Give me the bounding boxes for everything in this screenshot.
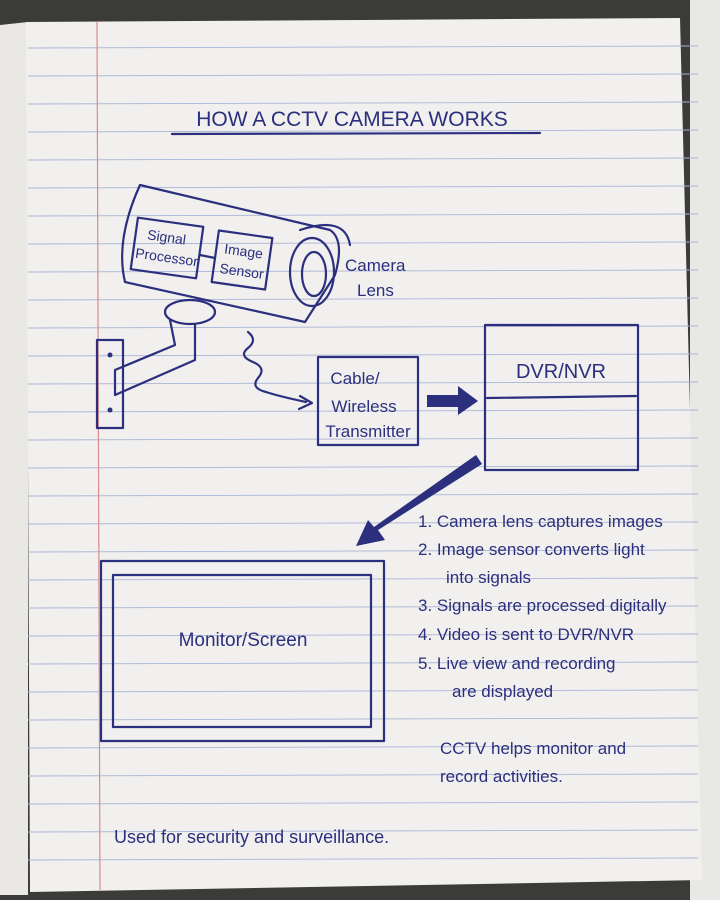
- steps-list: 1. Camera lens captures images 2. Image …: [418, 512, 667, 701]
- signal-processor-box: [129, 216, 205, 280]
- note-line-1: CCTV helps monitor and: [440, 739, 626, 758]
- ruled-line: [27, 297, 699, 301]
- monitor-screen: Monitor/Screen: [99, 559, 386, 743]
- ruled-line: [27, 689, 699, 693]
- ruled-line: [27, 829, 699, 833]
- svg-text:3. Signals are processed digit: 3. Signals are processed digitally: [418, 596, 667, 615]
- ruled-line: [27, 717, 699, 721]
- svg-text:2. Image sensor converts light: 2. Image sensor converts light: [418, 540, 645, 559]
- ruled-line: [27, 129, 699, 133]
- ruled-line: [27, 241, 699, 245]
- ruled-line: [27, 269, 699, 273]
- ruled-line: [27, 465, 699, 469]
- ruled-line: [27, 521, 699, 525]
- ruled-line: [27, 493, 699, 497]
- note-line-2: record activities.: [440, 767, 563, 786]
- notebook-page: [26, 18, 702, 892]
- svg-text:1. Camera lens captures images: 1. Camera lens captures images: [418, 512, 663, 531]
- image-sensor-box: [210, 229, 274, 291]
- title: HOW A CCTV CAMERA WORKS: [196, 108, 508, 131]
- ruled-line: [27, 801, 699, 805]
- ruled-line: [27, 353, 699, 357]
- svg-text:are displayed: are displayed: [452, 682, 553, 701]
- ruled-line: [27, 605, 699, 609]
- footer-text: Used for security and surveillance.: [114, 827, 389, 847]
- title-underline: [170, 131, 542, 136]
- ruled-line: [27, 661, 699, 665]
- ruled-line: [27, 157, 699, 161]
- ruled-line: [27, 437, 699, 441]
- ruled-line: [27, 633, 699, 637]
- ruled-line: [27, 101, 699, 105]
- camera-lens-label: Camera: [345, 256, 406, 275]
- svg-text:Transmitter: Transmitter: [325, 422, 411, 441]
- svg-text:Signal: Signal: [146, 226, 187, 247]
- ruled-line: [27, 549, 699, 553]
- ruled-line: [27, 577, 699, 581]
- svg-text:Cable/: Cable/: [330, 369, 379, 388]
- margin-line: [96, 21, 101, 891]
- svg-text:Sensor: Sensor: [219, 260, 265, 282]
- transmitter-box: Cable/ Wireless Transmitter: [316, 355, 420, 447]
- svg-text:Image: Image: [223, 240, 264, 261]
- arrow-to-dvr-icon: [427, 386, 478, 415]
- signal-wave-arrow: [242, 330, 308, 404]
- ruled-line: [27, 73, 699, 77]
- ruled-line: [27, 45, 699, 49]
- ruled-line: [27, 773, 699, 777]
- ruled-line: [27, 325, 699, 329]
- svg-text:DVR/NVR: DVR/NVR: [516, 361, 606, 383]
- ruled-line: [27, 745, 699, 749]
- dvr-nvr-box: DVR/NVR: [483, 323, 640, 472]
- ruled-line: [27, 857, 699, 861]
- svg-text:5. Live view and recording: 5. Live view and recording: [418, 654, 616, 673]
- svg-text:Wireless: Wireless: [331, 397, 396, 416]
- svg-text:4. Video is sent to DVR/NVR: 4. Video is sent to DVR/NVR: [418, 625, 634, 644]
- ruled-line: [27, 409, 699, 413]
- arrow-to-monitor-icon: [356, 455, 482, 546]
- svg-text:into signals: into signals: [446, 568, 531, 587]
- left-page: [0, 22, 28, 895]
- svg-text:Lens: Lens: [357, 281, 394, 300]
- ruled-line: [27, 213, 699, 217]
- svg-text:Monitor/Screen: Monitor/Screen: [179, 630, 308, 651]
